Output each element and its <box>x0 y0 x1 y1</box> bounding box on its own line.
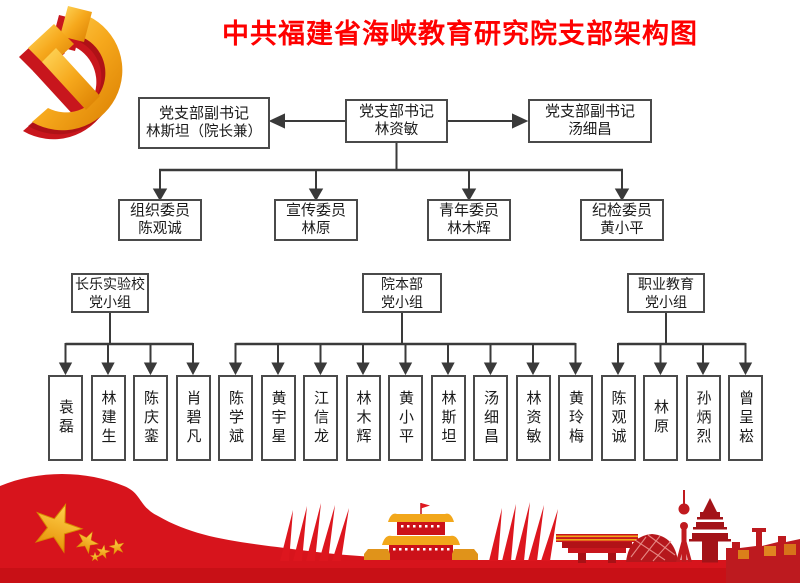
member-box: 林资敏 <box>515 375 551 461</box>
role-label: 党支部副书记 <box>158 104 249 122</box>
person-name: 黄小平 <box>600 221 644 238</box>
member-box: 黄玲梅 <box>558 375 593 461</box>
role-label: 党支部书记 <box>358 102 434 120</box>
person-name: 汤细昌 <box>568 122 612 139</box>
birds-nest-stadium <box>626 534 678 562</box>
member-box: 林木辉 <box>345 375 381 461</box>
member-box: 陈学斌 <box>218 375 253 461</box>
oriental-pearl-tower <box>676 490 692 562</box>
member-box: 黄宇星 <box>260 375 296 461</box>
red-wave-flag-decoration <box>0 474 800 583</box>
role-label: 宣传委员 <box>285 201 346 219</box>
member-box: 曾呈崧 <box>728 375 763 461</box>
role-label: 党支部副书记 <box>544 102 635 120</box>
group-name: 院本部 <box>381 275 423 292</box>
person-name: 林斯坦（院长兼） <box>146 124 262 141</box>
group-box-headquarters: 院本部 党小组 <box>362 273 442 313</box>
member-box: 陈庆銮 <box>133 375 168 461</box>
org-box-deputy-right: 党支部副书记 汤细昌 <box>528 99 652 143</box>
member-box: 江信龙 <box>303 375 338 461</box>
org-box-secretary: 党支部书记 林资敏 <box>345 99 448 143</box>
party-emblem-hammer-sickle-icon <box>19 6 123 140</box>
member-box: 汤细昌 <box>473 375 508 461</box>
person-name: 林木辉 <box>447 221 491 238</box>
org-box-deputy-left: 党支部副书记 林斯坦（院长兼） <box>138 97 270 149</box>
group-box-vocational-education: 职业教育 党小组 <box>627 273 705 313</box>
patriotic-landmarks-skyline <box>0 474 800 583</box>
member-box: 陈观诚 <box>600 375 636 461</box>
person-name: 陈观诚 <box>138 221 182 238</box>
great-wall <box>726 528 800 583</box>
committee-box-organization: 组织委员 陈观诚 <box>118 199 202 241</box>
flag-spikes-left <box>280 503 349 561</box>
expo-pavilion <box>556 534 638 563</box>
member-box: 肖碧凡 <box>175 375 211 461</box>
committee-box-discipline: 纪检委员 黄小平 <box>580 199 664 241</box>
temple-of-heaven <box>689 498 731 563</box>
member-box: 林建生 <box>90 375 126 461</box>
group-name: 长乐实验校 <box>75 275 145 292</box>
group-suffix: 党小组 <box>89 294 131 310</box>
tiananmen-gate <box>364 503 478 560</box>
member-box: 林原 <box>643 375 678 461</box>
member-box: 孙炳烈 <box>685 375 721 461</box>
role-label: 组织委员 <box>129 201 190 219</box>
group-name: 职业教育 <box>638 275 694 292</box>
group-suffix: 党小组 <box>645 294 687 310</box>
group-suffix: 党小组 <box>381 294 423 310</box>
role-label: 青年委员 <box>438 201 499 219</box>
role-label: 纪检委员 <box>591 201 652 219</box>
group-box-changle-school: 长乐实验校 党小组 <box>71 273 149 313</box>
member-box: 袁磊 <box>48 375 83 461</box>
page-title: 中共福建省海峡教育研究院支部架构图 <box>222 19 698 49</box>
person-name: 林原 <box>301 221 331 238</box>
person-name: 林资敏 <box>374 122 419 139</box>
flag-spikes-right <box>489 502 558 561</box>
member-box: 林斯坦 <box>430 375 466 461</box>
committee-box-publicity: 宣传委员 林原 <box>274 199 358 241</box>
member-box: 黄小平 <box>388 375 423 461</box>
committee-box-youth: 青年委员 林木辉 <box>427 199 511 241</box>
